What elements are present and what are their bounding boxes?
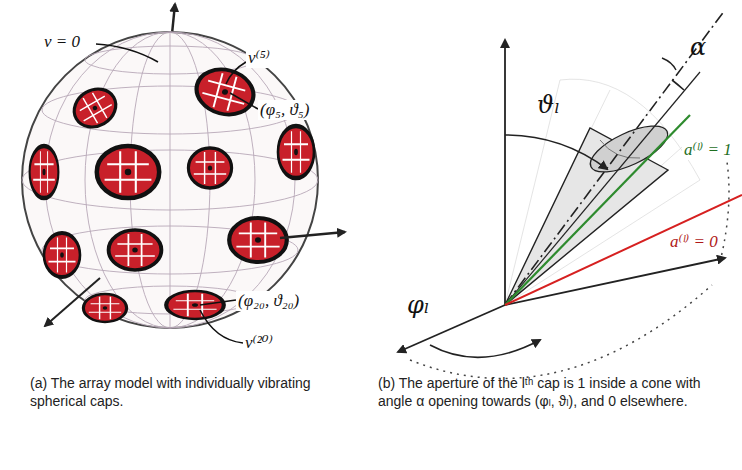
coordinate-label: (φ₅, ϑ₅) <box>258 100 311 120</box>
coordinate-label: (φ₂₀, ϑ₂₀) <box>236 291 301 311</box>
variable-label: v⁽⁵⁾ <box>246 48 272 68</box>
aperture-label: a⁽ˡ⁾ = 0 <box>668 232 720 252</box>
subcaption: (a) The array model with individually vi… <box>30 374 348 410</box>
variable-label: v⁽²⁰⁾ <box>243 333 275 353</box>
cone-figure <box>398 10 742 378</box>
angle-label: ϑₗ <box>535 92 562 120</box>
variable-label: v = 0 <box>42 32 82 52</box>
angle-label: φₗ <box>405 292 432 320</box>
sphere-figure <box>22 4 345 343</box>
angle-label: α <box>688 34 708 62</box>
subcaption: (b) The aperture of the lᵗʰ cap is 1 ins… <box>378 374 734 410</box>
aperture-label: a⁽ˡ⁾ = 1 <box>682 140 734 160</box>
